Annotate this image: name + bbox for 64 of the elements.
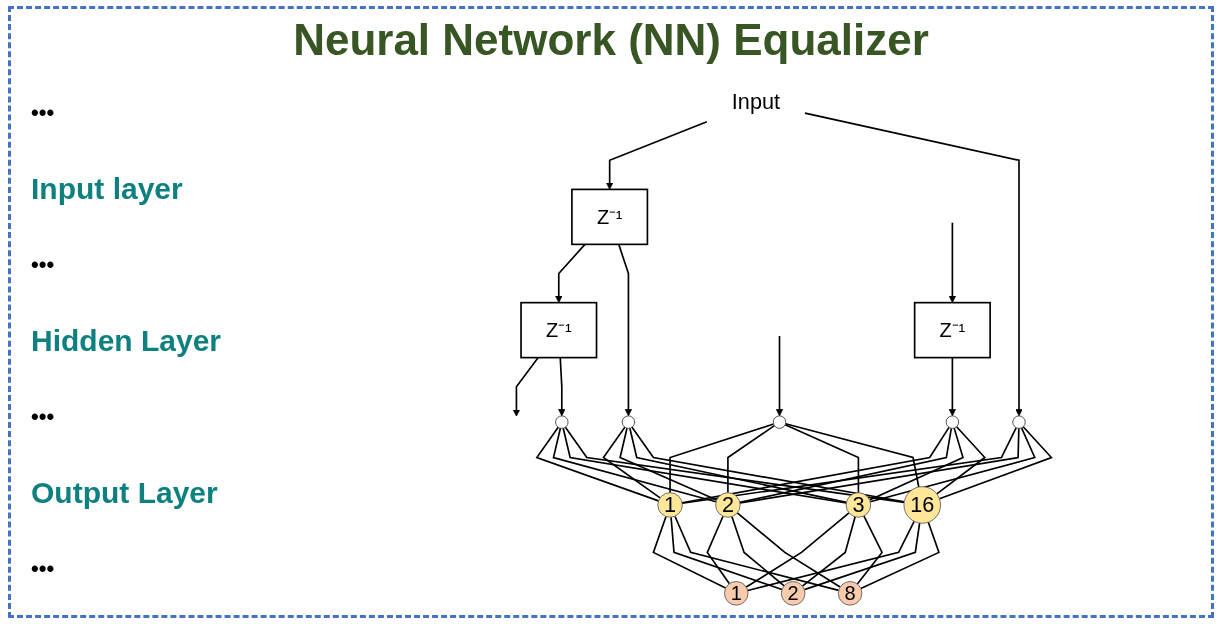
arrow [617,243,633,417]
ellipsis: ••• [31,556,56,582]
connector [670,516,783,591]
connector [784,423,860,494]
node-circle: 1 [724,581,749,606]
connector [746,520,915,592]
node-circle [1012,415,1026,429]
layer-label: Input layer [31,172,184,206]
connector [681,426,950,504]
node-circle: 3 [845,492,872,518]
connector [739,427,1020,504]
connector [706,515,731,585]
connector [736,512,841,588]
connector [739,427,953,504]
layer-label: Output Layer [31,476,219,510]
connector [745,512,850,588]
connector [856,515,883,585]
node-circle: 2 [715,492,741,518]
connector [938,425,1053,500]
arrow [948,221,957,303]
connector [562,427,848,504]
diagram-title: Neural Network (NN) Equalizer [292,15,930,65]
node-circle [945,415,960,429]
connector [731,515,785,587]
node-text: Input [731,89,780,115]
node-box: Z⁻¹ [571,188,649,246]
arrow [512,356,540,417]
connector [669,423,775,494]
connector [681,426,1018,505]
connector [564,426,905,504]
node-circle [555,415,569,429]
connector [936,425,987,495]
node-circle: 8 [837,581,863,606]
node-circle: 16 [903,486,941,524]
connector [602,426,661,499]
node-circle [772,415,787,429]
connector [727,424,776,494]
layer-label: Hidden Layer [31,324,223,358]
connector [859,521,940,590]
connector [629,427,848,504]
connector [801,515,856,587]
arrow [606,120,708,190]
connector [535,426,660,502]
connector [784,422,920,488]
arrow [948,356,957,417]
arrow [555,243,586,303]
arrow [804,112,1023,417]
node-box: Z⁻¹ [913,301,991,359]
node-circle: 2 [780,581,806,606]
ellipsis: ••• [31,404,56,430]
connector [552,427,717,503]
ellipsis: ••• [31,100,56,126]
connector [619,427,718,501]
connector [868,427,964,501]
arrow [558,356,566,417]
node-box: Z⁻¹ [520,301,598,359]
connector [674,515,840,592]
connector [803,522,921,591]
connector [652,515,727,589]
node-circle [621,415,636,429]
ellipsis: ••• [31,252,56,278]
arrow [775,335,784,417]
node-circle: 1 [657,492,683,518]
connector [869,427,1036,503]
